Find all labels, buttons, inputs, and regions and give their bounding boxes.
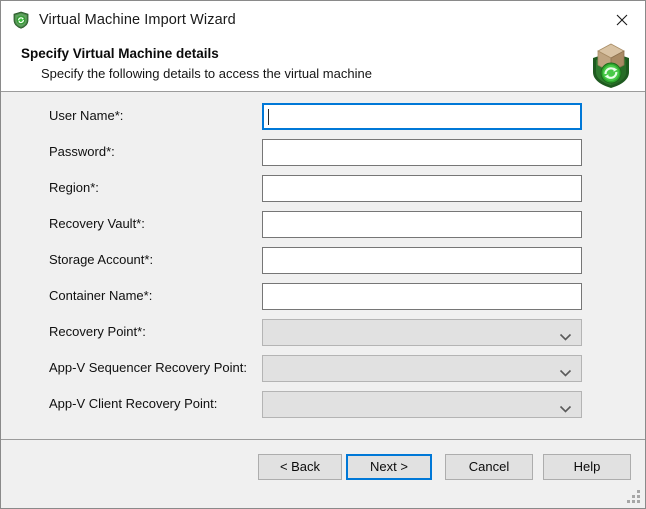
field-label: Recovery Vault*: (49, 216, 145, 231)
form-row: App-V Client Recovery Point: (1, 390, 645, 420)
text-input-1[interactable] (262, 139, 582, 166)
field-label: Password*: (49, 144, 115, 159)
dropdown-7 (262, 355, 582, 382)
text-input-3[interactable] (262, 211, 582, 238)
green-shield-refresh-icon (12, 11, 30, 29)
form-row: App-V Sequencer Recovery Point: (1, 354, 645, 384)
dropdown-8 (262, 391, 582, 418)
import-box-shield-refresh-icon (587, 42, 635, 90)
back-button[interactable]: < Back (258, 454, 342, 480)
field-label: User Name*: (49, 108, 124, 123)
wizard-header: Specify Virtual Machine details Specify … (1, 39, 645, 92)
form-row: Recovery Vault*: (1, 210, 645, 240)
form-row: User Name*: (1, 102, 645, 132)
cancel-button[interactable]: Cancel (445, 454, 533, 480)
form-row: Password*: (1, 138, 645, 168)
title-bar: Virtual Machine Import Wizard (1, 1, 645, 39)
field-label: Storage Account*: (49, 252, 154, 267)
form-row: Container Name*: (1, 282, 645, 312)
field-label: Container Name*: (49, 288, 153, 303)
close-icon[interactable] (599, 1, 645, 39)
form-row: Storage Account*: (1, 246, 645, 276)
chevron-down-icon (559, 400, 572, 413)
chevron-down-icon (559, 328, 572, 341)
window-title: Virtual Machine Import Wizard (39, 12, 236, 28)
help-button[interactable]: Help (543, 454, 631, 480)
field-label: App-V Sequencer Recovery Point: (49, 360, 247, 375)
form-row: Recovery Point*: (1, 318, 645, 348)
dropdown-6 (262, 319, 582, 346)
page-subtitle: Specify the following details to access … (41, 66, 372, 81)
text-caret (268, 109, 269, 125)
text-input-4[interactable] (262, 247, 582, 274)
text-input-0[interactable] (262, 103, 582, 130)
field-label: App-V Client Recovery Point: (49, 396, 218, 411)
chevron-down-icon (559, 364, 572, 377)
field-label: Region*: (49, 180, 99, 195)
text-input-2[interactable] (262, 175, 582, 202)
next-button[interactable]: Next > (346, 454, 432, 480)
page-title: Specify Virtual Machine details (21, 46, 219, 61)
resize-grip-icon[interactable] (627, 490, 640, 503)
text-input-5[interactable] (262, 283, 582, 310)
form-area: User Name*: Password*: Region*: Recovery Va… (1, 92, 645, 440)
field-label: Recovery Point*: (49, 324, 146, 339)
form-row: Region*: (1, 174, 645, 204)
